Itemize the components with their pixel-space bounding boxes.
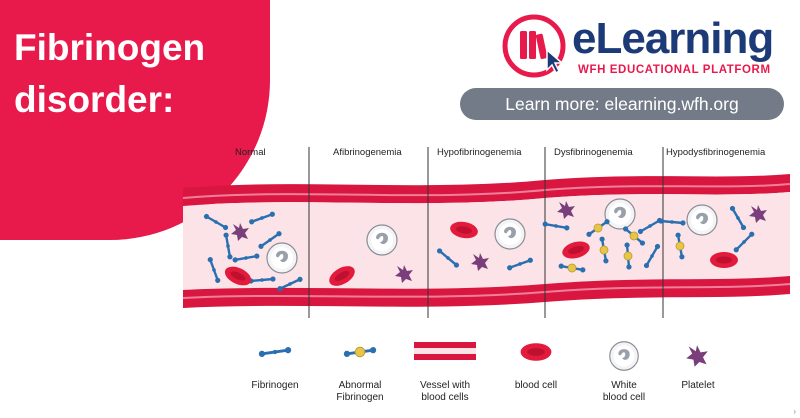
legend-label-vessel: Vessel with blood cells — [419, 380, 471, 403]
corner-mark: › — [793, 407, 796, 416]
title-line-2: disorder: — [14, 79, 175, 120]
elearning-logo[interactable]: eLearning WFH EDUCATIONAL PLATFORM — [500, 12, 790, 80]
column-label-normal: Normal — [235, 147, 266, 158]
legend-label-abnormal-fibrinogen: Abnormal Fibrinogen — [336, 380, 384, 403]
column-label-hypodysfibrinogenemia: Hypodysfibrinogenemia — [666, 147, 766, 158]
logo-wordmark: eLearning — [572, 14, 774, 63]
logo-tagline: WFH EDUCATIONAL PLATFORM — [578, 64, 771, 76]
column-label-dysfibrinogenemia: Dysfibrinogenemia — [554, 147, 633, 158]
legend-label-white-blood-cell: White blood cell — [602, 380, 646, 403]
legend-platelet-icon — [686, 345, 708, 367]
page-title: Fibrinogen disorder: — [14, 22, 205, 126]
legend-label-fibrinogen: Fibrinogen — [251, 380, 299, 391]
legend-label-platelet: Platelet — [681, 380, 715, 391]
title-line-1: Fibrinogen — [14, 27, 206, 68]
legend-white-blood-cell-icon — [609, 341, 639, 371]
legend-abnormal-fibrinogen-icon — [341, 343, 379, 361]
legend-label-blood-cell: blood cell — [514, 380, 558, 391]
legend-vessel-icon — [414, 342, 476, 360]
column-label-hypofibrinogenemia: Hypofibrinogenemia — [437, 147, 522, 158]
column-label-afibrinogenemia: Afibrinogenemia — [333, 147, 402, 158]
books-cursor-icon — [502, 14, 566, 78]
learn-more-link[interactable]: Learn more: elearning.wfh.org — [460, 88, 784, 120]
legend-fibrinogen-icon — [256, 345, 294, 359]
legend-red-blood-cell-icon — [520, 343, 552, 361]
